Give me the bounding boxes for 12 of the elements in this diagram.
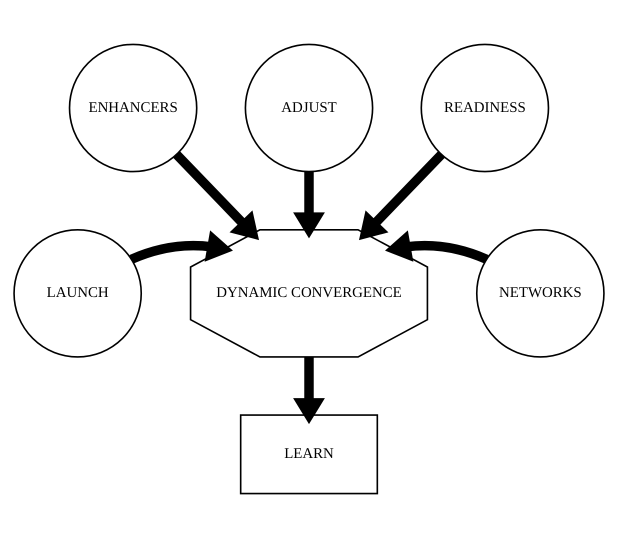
node-circle: ADJUST <box>244 44 374 172</box>
node-circle: LAUNCH <box>13 228 142 358</box>
node-circle: NETWORKS <box>476 228 605 358</box>
arrow <box>385 230 488 264</box>
arrow <box>293 172 325 238</box>
arrow <box>358 151 445 240</box>
node-circle: ENHANCERS <box>68 44 198 172</box>
arrow <box>130 230 233 264</box>
arrow <box>293 357 325 424</box>
node-box: LEARN <box>240 414 378 494</box>
node-circle: READINESS <box>420 44 550 172</box>
arrow <box>173 151 260 240</box>
